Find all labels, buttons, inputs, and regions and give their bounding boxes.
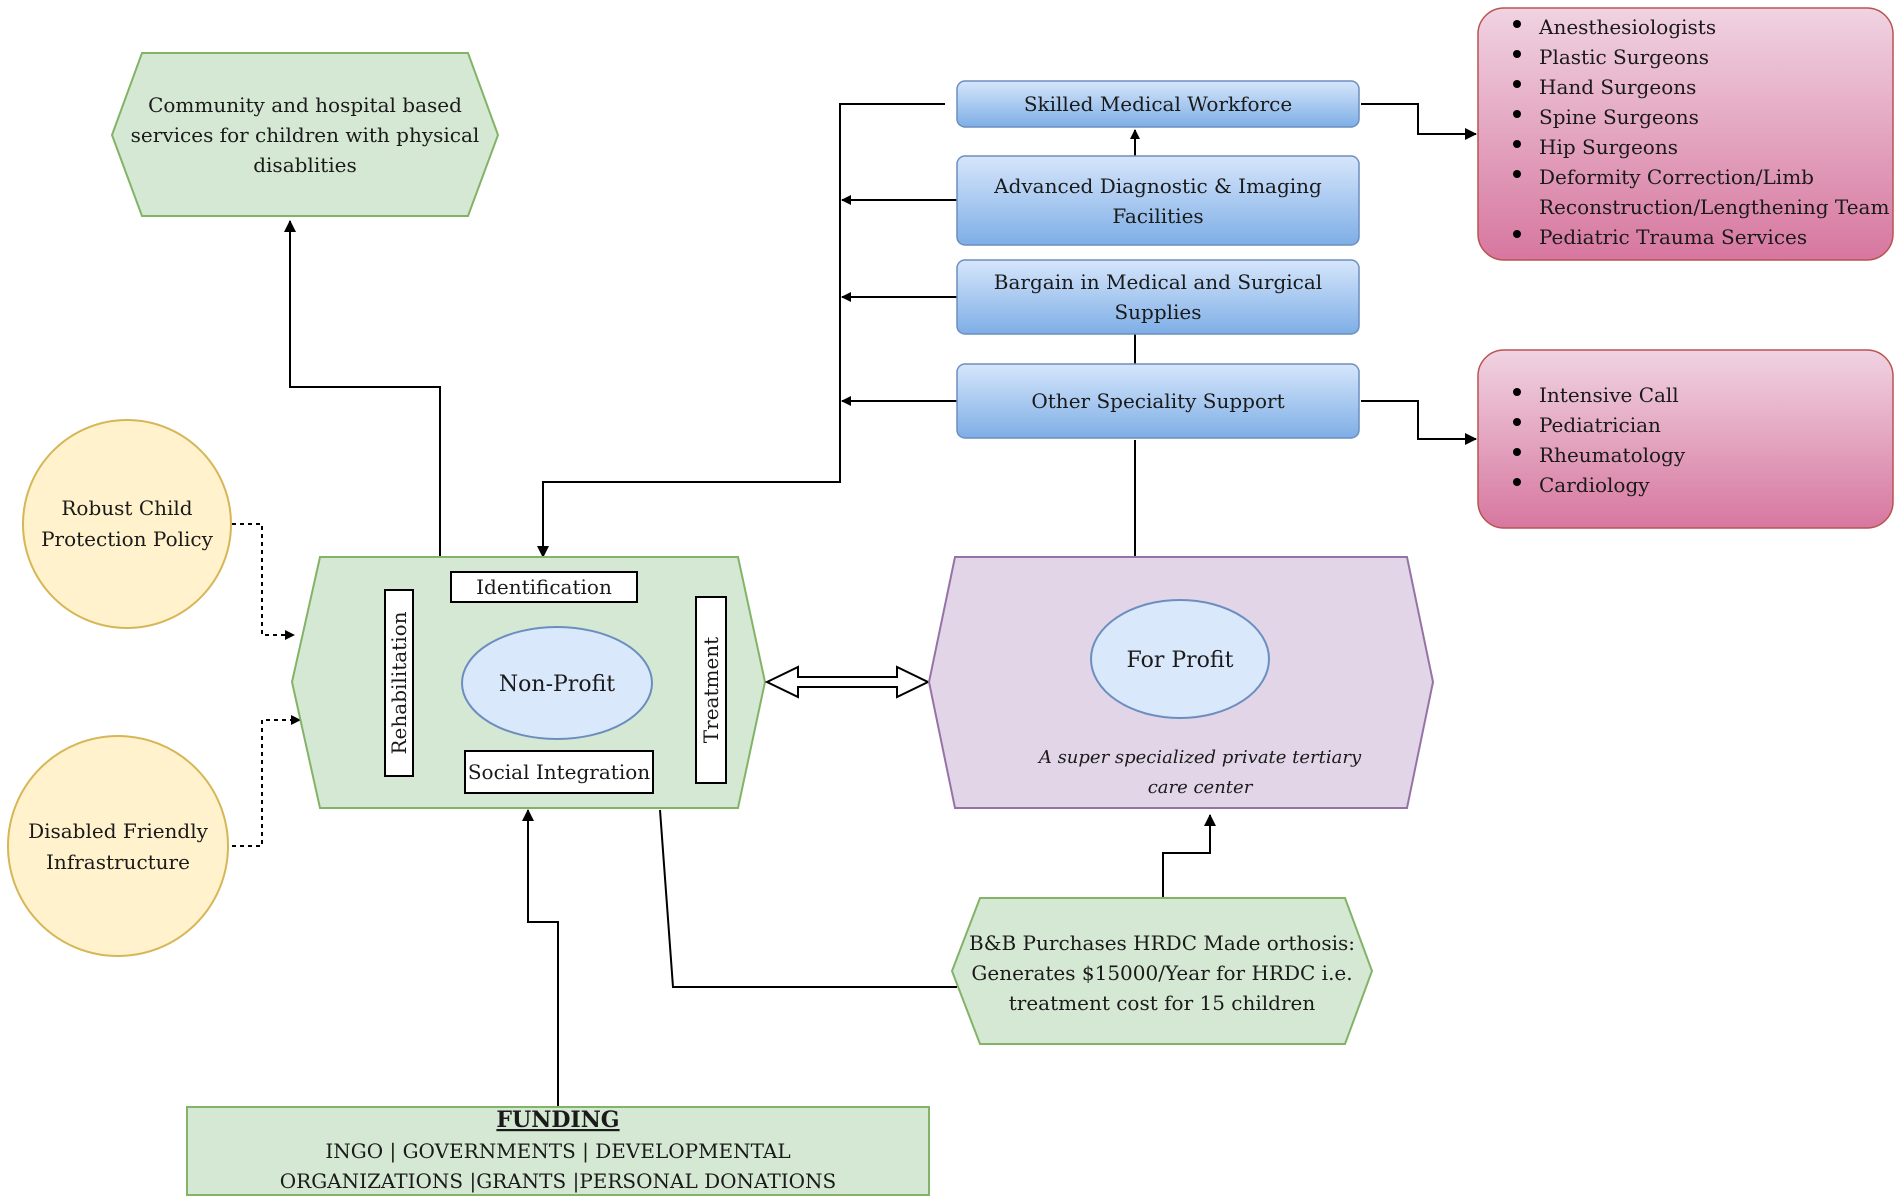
specialist-item: Anesthesiologists xyxy=(1538,15,1716,39)
forprofit-label: For Profit xyxy=(1127,648,1234,673)
specialist-item: Spine Surgeons xyxy=(1539,105,1699,129)
bullet xyxy=(1513,388,1521,396)
community-services-node: Community and hospital based services fo… xyxy=(110,52,500,217)
specialists-list: Anesthesiologists Plastic Surgeons Hand … xyxy=(1513,15,1889,249)
specialists-box xyxy=(1477,7,1894,261)
support-item: Cardiology xyxy=(1539,473,1650,497)
specialist-item-continued: Reconstruction/Lengthening Team xyxy=(1539,195,1889,219)
bullet xyxy=(1513,230,1521,238)
funding-text-2: ORGANIZATIONS |GRANTS |PERSONAL DONATION… xyxy=(280,1169,836,1194)
infra-text-2: Infrastructure xyxy=(46,850,190,874)
double-arrow-nonprofit-forprofit xyxy=(764,665,931,699)
policy-node: Robust Child Protection Policy xyxy=(22,419,232,629)
community-text-3: disablities xyxy=(253,153,357,177)
arrow-nonprofit-to-community xyxy=(284,220,441,557)
dashed-arrow-policy-to-nonprofit xyxy=(232,523,295,640)
nonprofit-node: Non-Profit Identification Social Integra… xyxy=(290,556,767,809)
bullet xyxy=(1513,448,1521,456)
bullet xyxy=(1513,478,1521,486)
other-support-box xyxy=(956,363,1360,439)
line-bb-to-nonprofit xyxy=(659,809,957,988)
policy-circle xyxy=(22,419,232,629)
rehabilitation-label: Rehabilitation xyxy=(387,611,411,754)
specialists-node: Anesthesiologists Plastic Surgeons Hand … xyxy=(1477,7,1894,261)
policy-text-2: Protection Policy xyxy=(41,527,214,551)
nonprofit-ellipse xyxy=(461,626,653,740)
workforce-label: Skilled Medical Workforce xyxy=(1024,92,1292,116)
community-hexagon xyxy=(110,52,500,217)
bargain-node: Bargain in Medical and Surgical Supplies xyxy=(956,259,1360,335)
bb-text-1: B&B Purchases HRDC Made orthosis: xyxy=(969,931,1355,955)
workforce-node: Skilled Medical Workforce xyxy=(956,80,1360,128)
treatment-label: Treatment xyxy=(699,637,723,743)
infra-circle xyxy=(7,735,229,957)
bargain-box xyxy=(956,259,1360,335)
bargain-label-2: Supplies xyxy=(1114,300,1201,324)
specialist-item: Hand Surgeons xyxy=(1539,75,1696,99)
support-list: Intensive Call Pediatrician Rheumatology… xyxy=(1513,383,1686,497)
treatment-box xyxy=(695,596,727,784)
dashed-arrow-infra-to-nonprofit xyxy=(232,715,301,847)
diagnostic-label-1: Advanced Diagnostic & Imaging xyxy=(993,174,1322,198)
bullet xyxy=(1513,50,1521,58)
bb-text-2: Generates $15000/Year for HRDC i.e. xyxy=(971,961,1352,985)
bullet xyxy=(1513,418,1521,426)
bullet xyxy=(1513,80,1521,88)
bargain-label-1: Bargain in Medical and Surgical xyxy=(994,270,1322,294)
support-item: Pediatrician xyxy=(1539,413,1661,437)
bullet xyxy=(1513,20,1521,28)
specialist-item: Plastic Surgeons xyxy=(1539,45,1709,69)
bb-text-3: treatment cost for 15 children xyxy=(1009,991,1316,1015)
arrow-other-to-support xyxy=(1361,400,1477,445)
funding-node: FUNDING INGO | GOVERNMENTS | DEVELOPMENT… xyxy=(186,1106,930,1196)
forprofit-desc-1: A super specialized private tertiary xyxy=(1037,747,1362,768)
funding-title: FUNDING xyxy=(496,1107,619,1133)
other-support-node: Other Speciality Support xyxy=(956,363,1360,439)
bullet xyxy=(1513,110,1521,118)
workforce-box xyxy=(956,80,1360,128)
forprofit-desc-2: care center xyxy=(1148,777,1254,798)
bb-hexagon xyxy=(950,897,1374,1045)
arrow-funding-to-nonprofit xyxy=(522,809,559,1107)
bullet xyxy=(1513,140,1521,148)
connectors xyxy=(232,103,1477,1107)
specialist-item: Deformity Correction/Limb xyxy=(1539,165,1814,189)
infra-node: Disabled Friendly Infrastructure xyxy=(7,735,229,957)
funding-text-1: INGO | GOVERNMENTS | DEVELOPMENTAL xyxy=(325,1139,790,1164)
support-box xyxy=(1477,349,1894,529)
diagnostic-box xyxy=(956,155,1360,246)
arrow-workforce-to-specialists xyxy=(1361,103,1477,140)
support-node: Intensive Call Pediatrician Rheumatology… xyxy=(1477,349,1894,529)
community-text-1: Community and hospital based xyxy=(148,93,462,117)
specialist-item: Hip Surgeons xyxy=(1539,135,1678,159)
diagnostic-label-2: Facilities xyxy=(1112,204,1203,228)
arrow-bus-to-nonprofit xyxy=(537,103,945,558)
funding-box xyxy=(186,1106,930,1196)
bullet xyxy=(1513,170,1521,178)
arrow-bb-to-forprofit xyxy=(1162,814,1216,898)
bb-node: B&B Purchases HRDC Made orthosis: Genera… xyxy=(950,897,1374,1045)
community-text-2: services for children with physical xyxy=(131,123,480,147)
infra-text-1: Disabled Friendly xyxy=(28,819,209,843)
forprofit-ellipse xyxy=(1090,599,1270,719)
nonprofit-label: Non-Profit xyxy=(499,672,615,697)
forprofit-node: For Profit A super specialized private t… xyxy=(927,556,1435,809)
support-item: Rheumatology xyxy=(1539,443,1686,467)
social-integration-box xyxy=(464,750,654,794)
support-item: Intensive Call xyxy=(1539,383,1679,407)
identification-label: Identification xyxy=(476,575,612,599)
specialist-item: Pediatric Trauma Services xyxy=(1539,225,1807,249)
identification-box xyxy=(450,571,638,603)
policy-text-1: Robust Child xyxy=(61,496,192,520)
other-support-label: Other Speciality Support xyxy=(1031,389,1284,413)
diagnostic-node: Advanced Diagnostic & Imaging Facilities xyxy=(956,155,1360,246)
social-integration-label: Social Integration xyxy=(468,760,650,784)
rehabilitation-box xyxy=(384,589,414,777)
